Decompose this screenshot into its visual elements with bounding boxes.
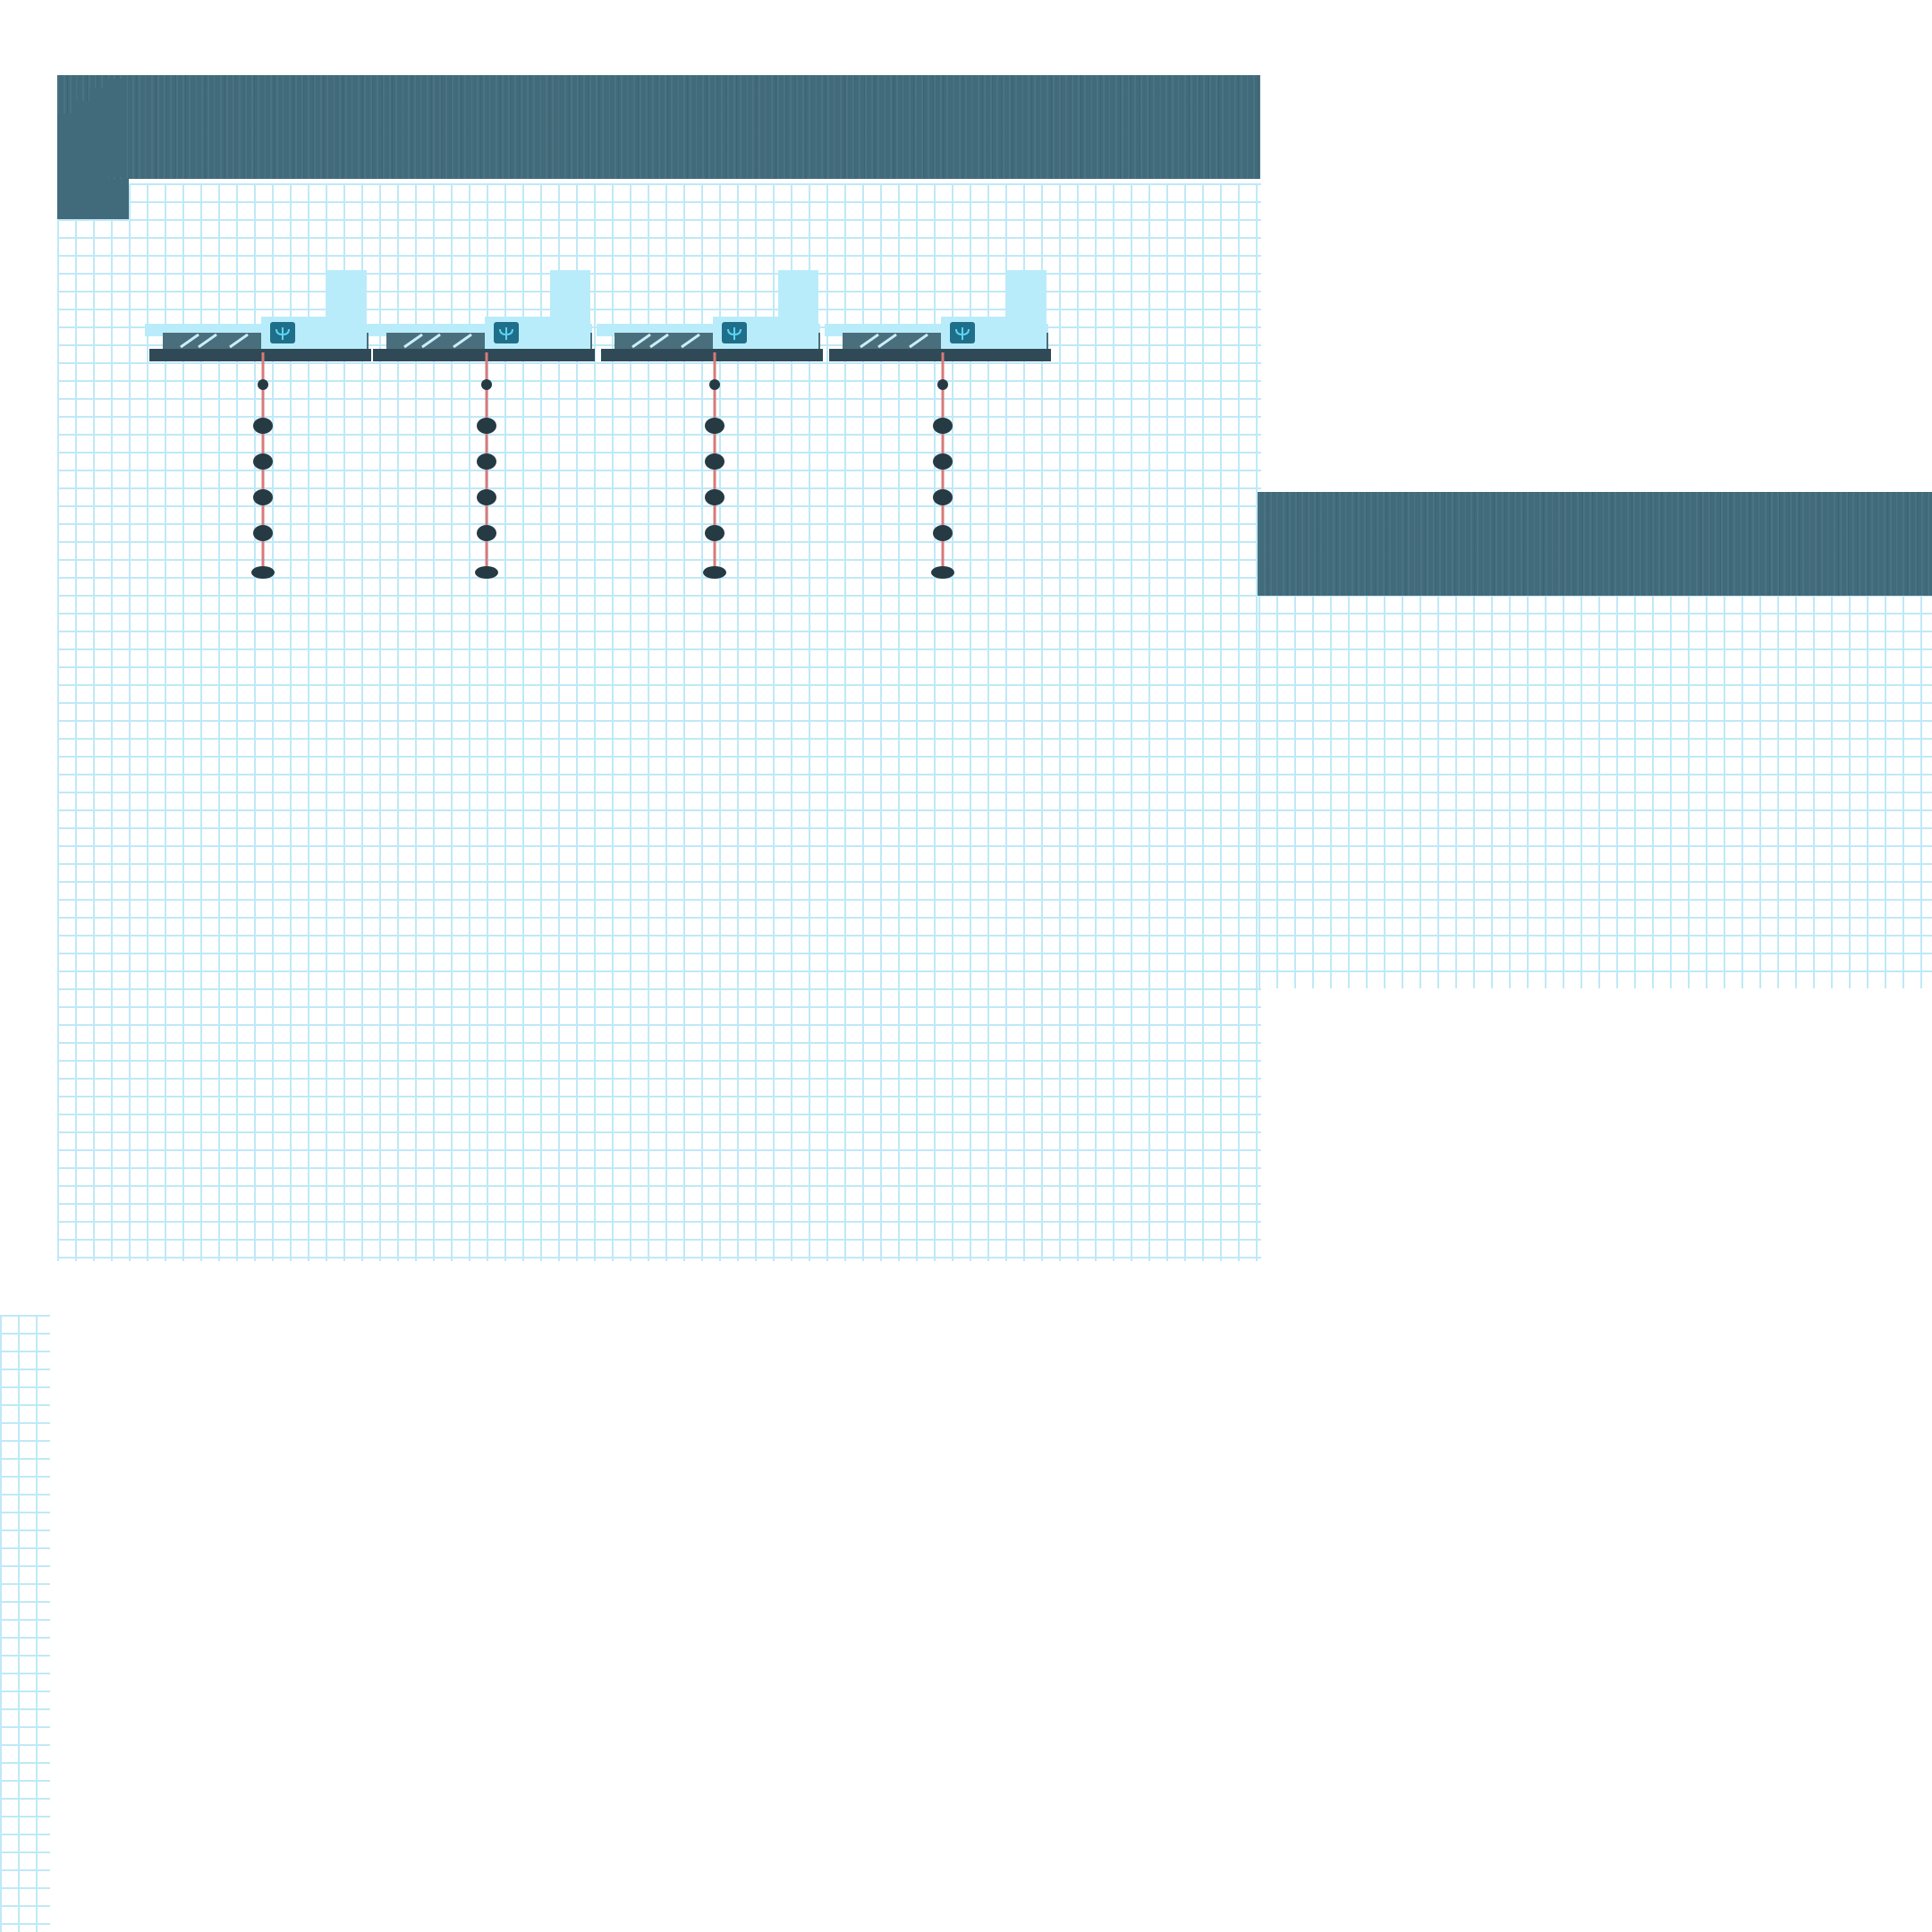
tether-chain <box>931 379 954 579</box>
wall-corner <box>57 79 129 219</box>
glass-glint <box>631 333 700 349</box>
platform-hull <box>373 349 595 361</box>
platform-3[interactable] <box>597 270 823 579</box>
platform-4[interactable] <box>825 270 1051 579</box>
grid-floor-main <box>57 183 1261 1261</box>
cabin-tower <box>550 270 590 322</box>
grid-floor-left-strip <box>0 1315 50 1932</box>
wall-top <box>57 75 1260 179</box>
tether-chain <box>251 379 275 579</box>
platform-hull <box>601 349 823 361</box>
tether-chain <box>703 379 726 579</box>
wall-right <box>1258 492 1932 596</box>
grid-floor-right <box>1258 595 1932 988</box>
platform-hull <box>829 349 1051 361</box>
cabin-tower <box>326 270 367 322</box>
trident-icon-glyph <box>955 327 970 340</box>
platform-2[interactable] <box>369 270 595 579</box>
glass-glint <box>403 333 472 349</box>
cabin-tower <box>1006 270 1046 322</box>
trident-icon-glyph <box>275 327 290 340</box>
platform-1[interactable] <box>145 270 371 579</box>
platform-hull <box>149 349 371 361</box>
trident-icon-glyph <box>499 327 513 340</box>
glass-glint <box>860 333 928 349</box>
trident-icon-glyph <box>727 327 741 340</box>
glass-glint <box>180 333 249 349</box>
cabin-tower <box>778 270 818 322</box>
tether-chain <box>475 379 498 579</box>
